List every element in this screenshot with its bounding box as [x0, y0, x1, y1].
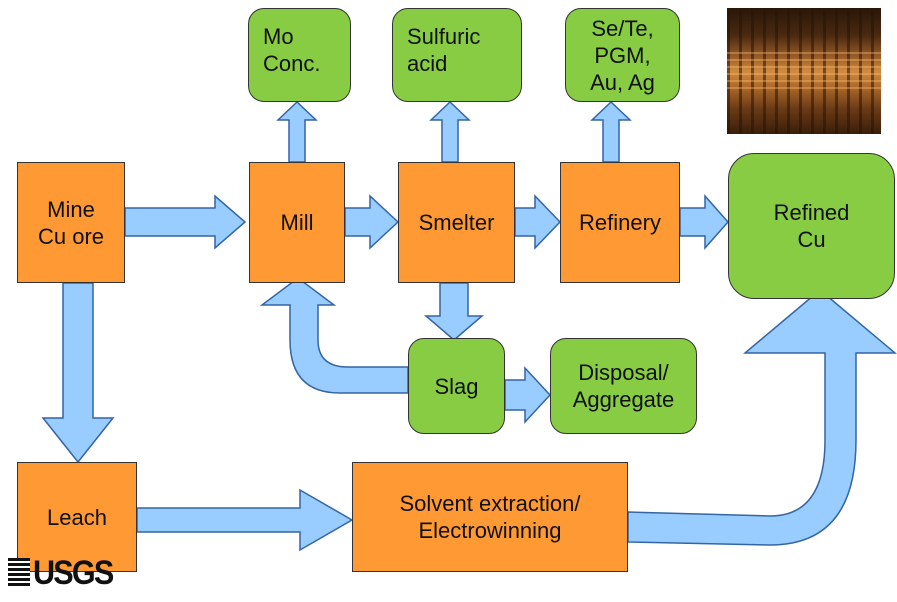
mo-conc-box: Mo Conc. [248, 8, 351, 102]
usgs-logo-text: USGS [33, 554, 114, 592]
mill-box: Mill [249, 162, 345, 283]
refinery-box: Refinery [560, 162, 680, 283]
mine-cu-ore-box: Mine Cu ore [17, 162, 125, 283]
usgs-logo: USGS [8, 556, 121, 590]
arrow-smelter-to-acid [429, 100, 471, 163]
arrow-sx-to-refined-cu [627, 289, 897, 546]
arrow-mill-to-mo [276, 100, 318, 163]
refined-cu-box: Refined Cu [728, 153, 895, 299]
arrow-refinery-to-refined-cu [679, 194, 730, 250]
arrow-smelter-to-refinery [514, 194, 562, 250]
arrow-smelter-to-slag [423, 282, 485, 341]
arrow-mill-to-smelter [344, 194, 400, 250]
leach-box: Leach [17, 462, 137, 572]
solvent-extraction-electrowinning-box: Solvent extraction/ Electrowinning [352, 462, 628, 572]
copper-cathode-tankhouse-photo [727, 8, 881, 134]
disposal-aggregate-box: Disposal/ Aggregate [550, 338, 697, 434]
smelter-box: Smelter [398, 162, 515, 283]
arrow-refinery-to-se [590, 100, 632, 163]
usgs-logo-mark [8, 558, 30, 588]
arrow-slag-to-disposal [504, 366, 552, 424]
sulfuric-acid-box: Sulfuric acid [392, 8, 522, 102]
slag-box: Slag [408, 338, 505, 434]
arrow-leach-to-sx [136, 488, 354, 552]
se-te-pgm-au-ag-box: Se/Te, PGM, Au, Ag [565, 8, 680, 102]
arrow-mine-to-mill [124, 194, 247, 250]
arrow-mine-to-leach [41, 282, 115, 464]
arrow-slag-to-mill [259, 277, 409, 394]
